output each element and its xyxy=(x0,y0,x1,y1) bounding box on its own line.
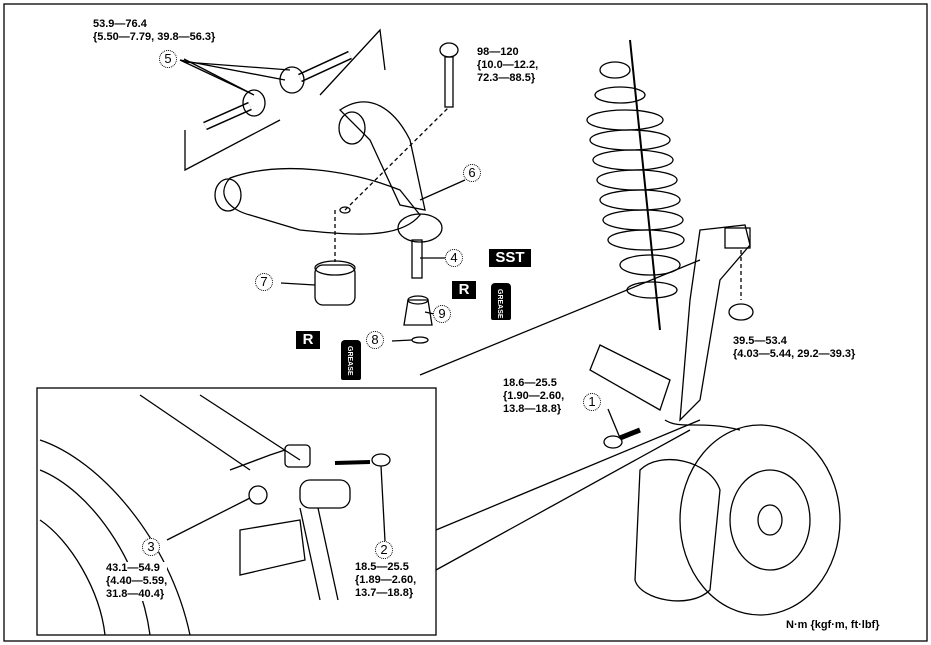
replace-tag: R xyxy=(452,281,476,299)
bolt-5-rear xyxy=(279,50,352,94)
callout-5: 5 xyxy=(159,50,177,68)
inset-leader xyxy=(435,419,701,531)
torque-nut-3: 43.1—54.9{4.40—5.59,31.8—40.4} xyxy=(106,562,168,601)
nut-3 xyxy=(248,485,268,505)
dust-boot-9 xyxy=(403,295,433,326)
frame-border xyxy=(3,3,928,642)
torque-upper-bolt: 98—120{10.0—12.2,72.3—88.5} xyxy=(477,46,539,84)
stabilizer-link-bracket xyxy=(284,444,311,468)
callout-2: 2 xyxy=(375,541,393,559)
brake-disc xyxy=(679,424,841,616)
torque-bolt-1: 18.6—25.5{1.90—2.60,13.8—18.8} xyxy=(503,377,565,415)
torque-nut: 39.5—53.4{4.03—5.44, 29.2—39.3} xyxy=(733,335,856,360)
bolt-1 xyxy=(603,427,641,449)
inset-detail xyxy=(39,394,391,636)
grease-icon: GREASE xyxy=(491,283,511,320)
callout-1: 1 xyxy=(583,393,601,411)
clip-8 xyxy=(411,336,429,344)
units-label: N·m {kgf·m, ft·lbf} xyxy=(786,619,880,631)
torque-bolt-2: 18.5—25.5{1.89—2.60,13.7—18.8} xyxy=(355,561,417,600)
bushing-7 xyxy=(314,260,356,306)
callout-9: 9 xyxy=(433,305,451,323)
coil-spring xyxy=(586,39,685,331)
upper-bolt xyxy=(439,42,459,108)
callout-8: 8 xyxy=(366,331,384,349)
caliper xyxy=(634,458,721,602)
sst-tag: SST xyxy=(489,249,531,267)
callout-7: 7 xyxy=(255,273,273,291)
bolt-5-front xyxy=(203,89,266,131)
bolt-2 xyxy=(334,453,391,467)
inset-frame xyxy=(36,387,437,636)
knuckle xyxy=(679,224,751,422)
brake-hose xyxy=(664,419,741,431)
callout-6: 6 xyxy=(463,164,481,182)
callout-4: 4 xyxy=(445,249,463,267)
upper-control-arm xyxy=(214,101,443,279)
drive-boot xyxy=(589,344,671,411)
replace-tag: R xyxy=(296,331,320,349)
grease-icon: GREASE xyxy=(341,340,361,380)
nut xyxy=(728,303,754,321)
callout-3: 3 xyxy=(142,538,160,556)
torque-bolt-5: 53.9—76.4{5.50—7.79, 39.8—56.3} xyxy=(93,18,216,43)
